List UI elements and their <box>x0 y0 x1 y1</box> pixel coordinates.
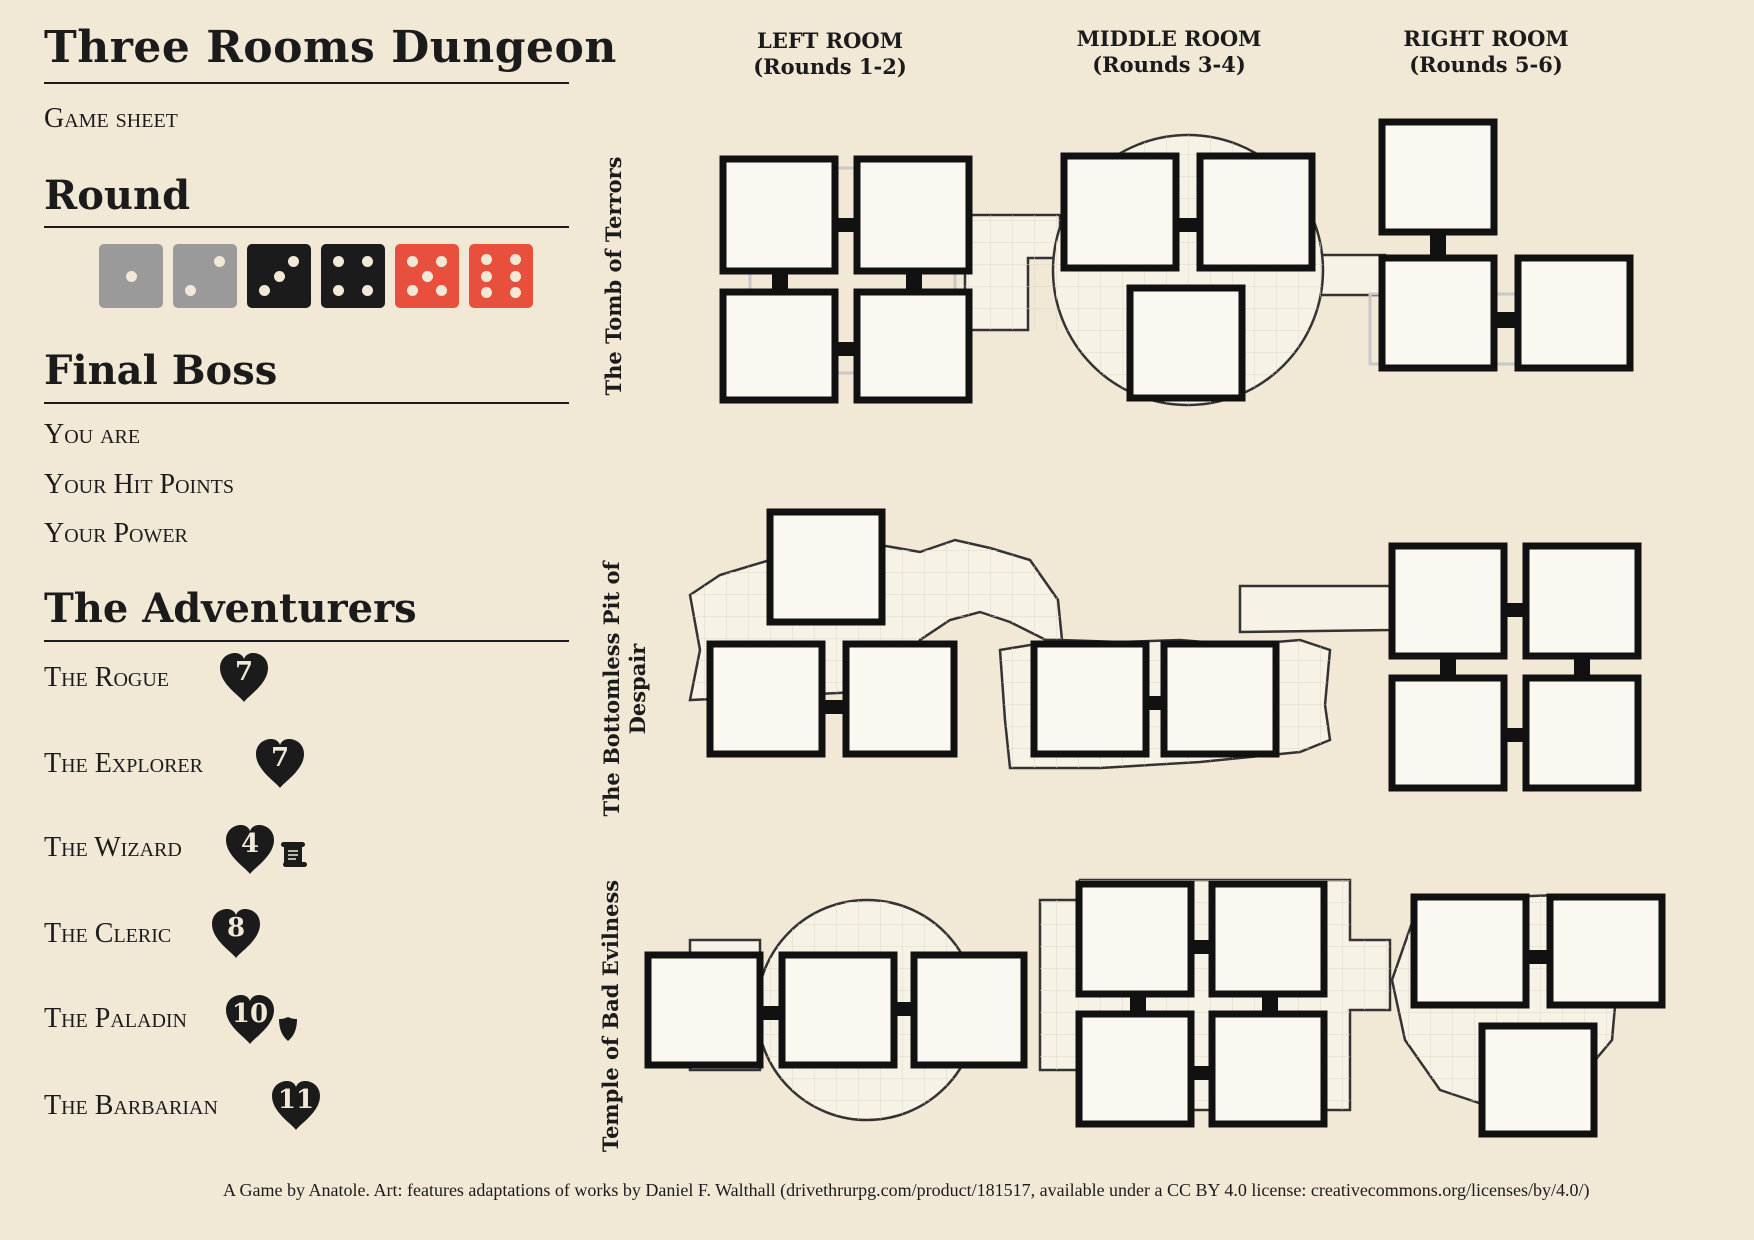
bottomless-pit-map <box>688 508 1642 792</box>
die-4[interactable] <box>321 244 385 308</box>
round-rule <box>44 226 569 228</box>
column-right-rounds: (Rounds 5-6) <box>1409 52 1563 77</box>
die-pip <box>125 270 137 282</box>
barbarian-hp: 11 <box>277 1085 315 1115</box>
adventurer-name-paladin: The Paladin <box>44 1003 187 1034</box>
column-header-right: RIGHT ROOM (Rounds 5-6) <box>1376 26 1596 78</box>
cleric-hp: 8 <box>226 913 246 943</box>
column-left-name: LEFT ROOM <box>757 28 903 53</box>
die-5[interactable] <box>395 244 459 308</box>
adventurer-name-wizard: The Wizard <box>44 832 182 863</box>
tomb-of-terrors-map <box>719 118 1634 407</box>
adventurer-name-explorer: The Explorer <box>44 748 203 779</box>
die-pip <box>273 270 285 282</box>
die-pip <box>333 256 345 268</box>
column-header-middle: MIDDLE ROOM (Rounds 3-4) <box>1058 26 1280 78</box>
die-pip <box>435 256 447 268</box>
die-3[interactable] <box>247 244 311 308</box>
die-pip <box>407 256 419 268</box>
heart-icon: 8 <box>208 906 264 962</box>
die-pip <box>481 253 493 265</box>
title-rule <box>44 82 569 84</box>
die-pip <box>259 284 271 296</box>
column-middle-rounds: (Rounds 3-4) <box>1092 52 1246 77</box>
boss-you-are-label: You are <box>44 419 141 450</box>
boss-hit-points-label: Your Hit Points <box>44 469 235 500</box>
die-pip <box>481 287 493 299</box>
paladin-hp: 10 <box>231 999 269 1029</box>
heart-icon: 7 <box>216 650 272 706</box>
column-right-name: RIGHT ROOM <box>1403 26 1569 51</box>
boss-power-label: Your Power <box>44 518 188 549</box>
final-boss-heading: Final Boss <box>44 347 278 394</box>
column-middle-name: MIDDLE ROOM <box>1076 26 1262 51</box>
die-2[interactable] <box>173 244 237 308</box>
sheet-subtitle: Game sheet <box>44 103 178 134</box>
die-pip <box>421 270 433 282</box>
sheet-title: Three Rooms Dungeon <box>44 22 617 73</box>
scroll-icon <box>281 842 307 867</box>
heart-icon: 10 <box>222 992 278 1048</box>
die-pip <box>481 270 493 282</box>
die-pip <box>509 270 521 282</box>
die-pip <box>287 256 299 268</box>
round-heading: Round <box>44 172 191 219</box>
die-pip <box>407 284 419 296</box>
column-left-rounds: (Rounds 1-2) <box>753 54 907 79</box>
adventurers-heading: The Adventurers <box>44 585 417 632</box>
final-boss-rule <box>44 402 569 404</box>
die-1[interactable] <box>99 244 163 308</box>
heart-icon: 7 <box>252 736 308 792</box>
column-header-left: LEFT ROOM (Rounds 1-2) <box>720 28 940 80</box>
die-pip <box>509 253 521 265</box>
die-6[interactable] <box>469 244 533 308</box>
die-pip <box>361 256 373 268</box>
die-pip <box>361 284 373 296</box>
explorer-hp: 7 <box>270 743 290 773</box>
adventurers-rule <box>44 640 569 642</box>
footer-credits: A Game by Anatole. Art: features adaptat… <box>223 1180 1590 1200</box>
rogue-hp: 7 <box>234 657 254 687</box>
die-pip <box>435 284 447 296</box>
shield-icon <box>279 1017 297 1041</box>
die-pip <box>509 287 521 299</box>
die-pip <box>333 284 345 296</box>
heart-icon: 11 <box>268 1078 324 1134</box>
wizard-hp: 4 <box>240 829 260 859</box>
adventurer-name-cleric: The Cleric <box>44 918 172 949</box>
die-pip <box>213 256 225 268</box>
die-pip <box>185 284 197 296</box>
adventurer-name-rogue: The Rogue <box>44 662 169 693</box>
heart-icon: 4 <box>222 822 278 878</box>
adventurer-name-barbarian: The Barbarian <box>44 1090 218 1121</box>
temple-bad-evilness-map <box>644 878 1666 1138</box>
